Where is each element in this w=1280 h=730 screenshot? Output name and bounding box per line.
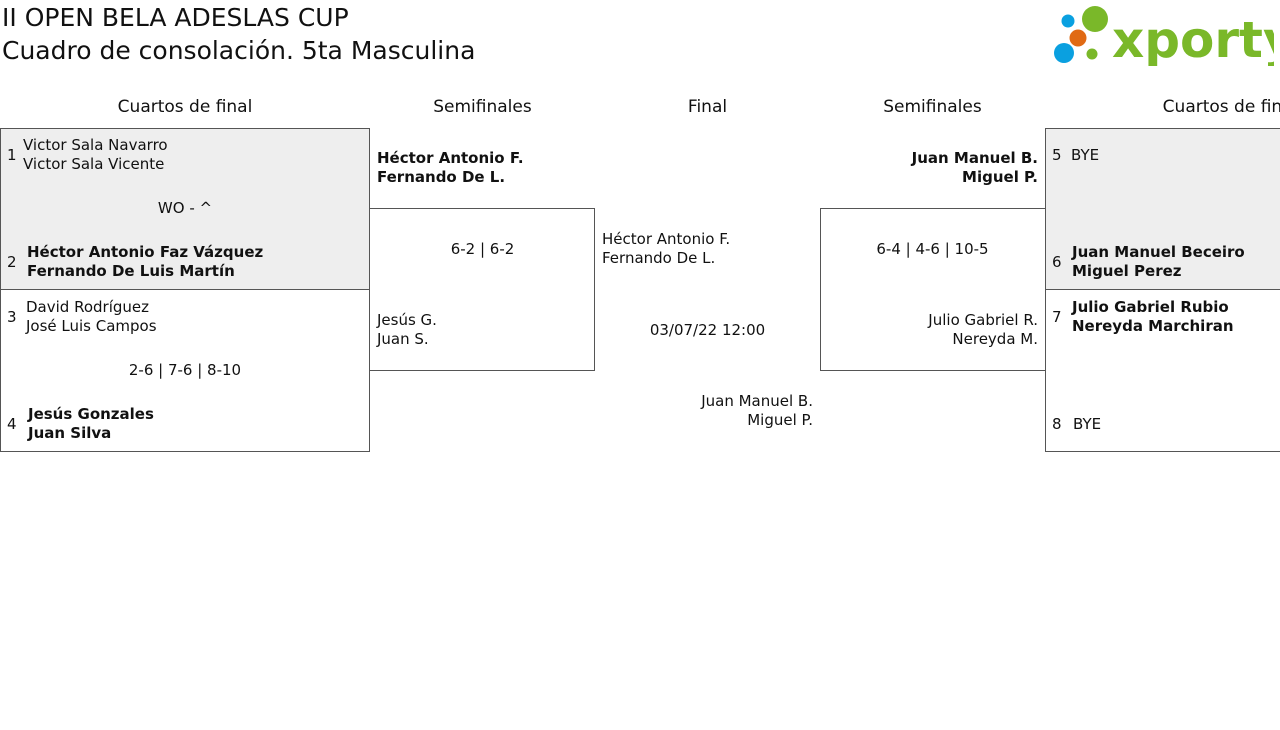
player-name: Victor Sala Navarro bbox=[23, 136, 168, 154]
winner-name: Fernando De Luis Martín bbox=[27, 262, 235, 280]
round-header-right-quarters: Cuartos de final bbox=[1162, 97, 1280, 117]
bye-label: BYE bbox=[1071, 146, 1100, 164]
winner-name: Juan Manuel B. bbox=[911, 149, 1038, 167]
round-header-left-semis: Semifinales bbox=[433, 97, 532, 117]
logo-text: xporty bbox=[1112, 11, 1274, 66]
round-header-final: Final bbox=[687, 97, 728, 117]
winner-name: Fernando De L. bbox=[377, 168, 506, 186]
winner-name: Juan Silva bbox=[28, 424, 112, 442]
match-score: 6-2 | 6-2 bbox=[450, 240, 515, 258]
seed-number: 1 bbox=[7, 146, 17, 164]
seed-number: 8 bbox=[1052, 415, 1062, 433]
left-qf-match-1[interactable] bbox=[0, 128, 370, 290]
winner-name: Miguel P. bbox=[962, 168, 1038, 186]
player-name: José Luis Campos bbox=[26, 317, 157, 335]
winner-name: Jesús Gonzales bbox=[28, 405, 154, 423]
winner-name: Nereyda Marchiran bbox=[1072, 317, 1234, 335]
match-score: WO - ^ bbox=[157, 199, 213, 217]
right-qf-match-2[interactable] bbox=[1045, 289, 1280, 452]
player-name: David Rodríguez bbox=[26, 298, 149, 316]
bye-label: BYE bbox=[1073, 415, 1102, 433]
seed-number: 7 bbox=[1052, 308, 1062, 326]
round-header-right-quarters-wrap: Cuartos de final bbox=[1045, 96, 1280, 120]
seed-number: 6 bbox=[1052, 253, 1062, 271]
xporty-logo[interactable]: xporty bbox=[1052, 4, 1280, 69]
seed-number: 2 bbox=[7, 253, 17, 271]
player-name: Nereyda M. bbox=[952, 330, 1038, 348]
finalist-name: Miguel P. bbox=[747, 411, 813, 429]
winner-name: Héctor Antonio Faz Vázquez bbox=[27, 243, 264, 261]
final-datetime: 03/07/22 12:00 bbox=[649, 321, 766, 339]
right-sf-match[interactable] bbox=[820, 208, 1046, 371]
seed-number: 4 bbox=[7, 415, 17, 433]
player-name: Juan S. bbox=[377, 330, 429, 348]
draw-subtitle: Cuadro de consolación. 5ta Masculina bbox=[2, 36, 476, 65]
finalist-name: Fernando De L. bbox=[602, 249, 716, 267]
round-header-right-semis: Semifinales bbox=[883, 97, 982, 117]
match-score: 6-4 | 4-6 | 10-5 bbox=[876, 240, 989, 258]
seed-number: 3 bbox=[7, 308, 17, 326]
winner-name: Héctor Antonio F. bbox=[377, 149, 524, 167]
tournament-title: II OPEN BELA ADESLAS CUP bbox=[2, 3, 349, 32]
player-name: Jesús G. bbox=[377, 311, 437, 329]
xporty-logo-icon: xporty bbox=[1054, 6, 1280, 69]
match-score: 2-6 | 7-6 | 8-10 bbox=[128, 361, 242, 379]
player-name: Victor Sala Vicente bbox=[23, 155, 165, 173]
round-header-left-quarters: Cuartos de final bbox=[117, 97, 253, 117]
finalist-name: Juan Manuel B. bbox=[701, 392, 813, 410]
seed-number: 5 bbox=[1052, 146, 1062, 164]
winner-name: Miguel Perez bbox=[1072, 262, 1182, 280]
left-sf-match[interactable] bbox=[369, 208, 595, 371]
finalist-name: Héctor Antonio F. bbox=[602, 230, 731, 248]
winner-name: Julio Gabriel Rubio bbox=[1072, 298, 1229, 316]
player-name: Julio Gabriel R. bbox=[928, 311, 1038, 329]
winner-name: Juan Manuel Beceiro bbox=[1072, 243, 1245, 261]
